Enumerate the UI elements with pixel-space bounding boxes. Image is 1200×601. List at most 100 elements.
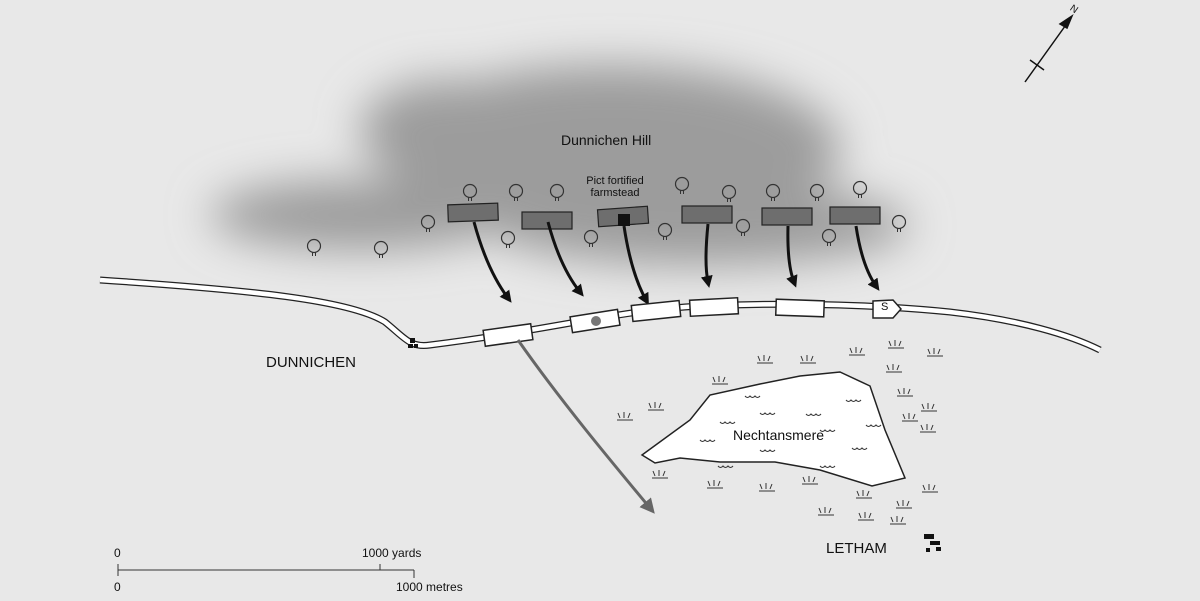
scale-yards-label: 1000 yards — [362, 546, 422, 560]
marsh-tuft-icon — [757, 355, 773, 364]
tree-trunk — [827, 242, 831, 246]
farmstead-label: Pict fortified farmstead — [586, 175, 644, 199]
tree-crown — [821, 228, 837, 244]
marsh-tuft-icon — [890, 516, 906, 525]
tree-trunk — [555, 197, 559, 201]
marsh — [617, 340, 943, 525]
lake-label: Nechtansmere — [733, 427, 825, 443]
tree-crown — [549, 183, 565, 199]
tree-trunk — [815, 197, 819, 201]
marsh-tuft-icon — [802, 476, 818, 485]
marsh-tuft-icon — [800, 355, 816, 364]
tree-icon — [821, 228, 837, 246]
tree-crown — [735, 218, 751, 234]
marsh-tuft-icon — [858, 512, 874, 521]
tree-trunk — [514, 197, 518, 201]
farmstead-marker — [618, 214, 630, 226]
water-mark — [845, 399, 862, 402]
pict-units — [447, 202, 881, 306]
northumbrian-unit — [630, 299, 682, 323]
scale-bar — [117, 564, 415, 578]
tree-crown — [891, 214, 907, 230]
scale-zero-metres: 0 — [114, 580, 121, 594]
marsh-tuft-icon — [927, 348, 943, 357]
tree-crown — [852, 180, 868, 196]
water-mark — [717, 465, 734, 468]
dunnichen-village-icon — [408, 338, 418, 348]
marsh-tuft-icon — [856, 490, 872, 499]
marsh-tuft-icon — [818, 507, 834, 516]
marsh-tuft-icon — [888, 340, 904, 349]
tree-trunk — [897, 228, 901, 232]
tree-icon — [674, 176, 690, 194]
marsh-tuft-icon — [759, 483, 775, 492]
marsh-tuft-icon — [902, 413, 918, 422]
letham-label: LETHAM — [826, 540, 887, 557]
tree-crown — [721, 184, 737, 200]
tree-trunk — [727, 198, 731, 202]
pict-unit — [447, 202, 499, 223]
marsh-tuft-icon — [920, 424, 936, 433]
dunnichen-label: DUNNICHEN — [266, 354, 356, 371]
north-arrow-icon — [1024, 14, 1074, 83]
tree-crown — [462, 183, 478, 199]
tree-icon — [420, 214, 436, 232]
attack-arrow — [546, 221, 584, 297]
tree-trunk — [741, 232, 745, 236]
tree-icon — [765, 183, 781, 201]
scale-zero-yards: 0 — [114, 546, 121, 560]
attack-arrow — [622, 225, 649, 306]
tree-icon — [852, 180, 868, 198]
unit-s — [872, 299, 903, 319]
water-mark — [865, 424, 882, 427]
northumbrian-unit — [688, 296, 740, 318]
tree-crown — [809, 183, 825, 199]
tree-trunk — [468, 197, 472, 201]
lake-water-marks — [699, 395, 882, 468]
marsh-tuft-icon — [617, 412, 633, 421]
tree-icon — [508, 183, 524, 201]
tree-icon — [306, 238, 322, 256]
tree-crown — [583, 229, 599, 245]
hill-label: Dunnichen Hill — [561, 132, 652, 148]
letham-village-icon — [924, 534, 941, 552]
tree-icon — [657, 222, 673, 240]
woodland — [306, 176, 907, 258]
pict-unit — [761, 207, 813, 226]
tree-crown — [674, 176, 690, 192]
marsh-tuft-icon — [886, 364, 902, 373]
nechtansmere-lake — [640, 371, 907, 487]
attack-arrow — [472, 221, 512, 303]
water-mark — [819, 465, 836, 468]
pict-unit — [829, 206, 881, 225]
pict-unit — [681, 205, 733, 224]
tree-icon — [549, 183, 565, 201]
marsh-tuft-icon — [712, 376, 728, 385]
tree-icon — [583, 229, 599, 247]
marsh-tuft-icon — [707, 480, 723, 489]
tree-trunk — [312, 252, 316, 256]
dunnichen-hill-shading — [210, 65, 910, 265]
pict-unit — [521, 211, 573, 230]
tree-icon — [809, 183, 825, 201]
tree-crown — [500, 230, 516, 246]
tree-crown — [420, 214, 436, 230]
tree-crown — [306, 238, 322, 254]
tree-crown — [508, 183, 524, 199]
retreat-arrow — [516, 339, 655, 514]
tree-trunk — [858, 194, 862, 198]
marsh-tuft-icon — [896, 500, 912, 509]
marsh-tuft-icon — [652, 470, 668, 479]
water-mark — [744, 395, 761, 398]
tree-crown — [765, 183, 781, 199]
northumbrian-unit — [482, 322, 534, 348]
water-mark — [805, 413, 822, 416]
northumbrian-units — [482, 296, 826, 348]
water-mark — [719, 421, 736, 424]
marsh-tuft-icon — [897, 388, 913, 397]
tree-crown — [657, 222, 673, 238]
water-mark — [819, 429, 836, 432]
marsh-tuft-icon — [921, 403, 937, 412]
